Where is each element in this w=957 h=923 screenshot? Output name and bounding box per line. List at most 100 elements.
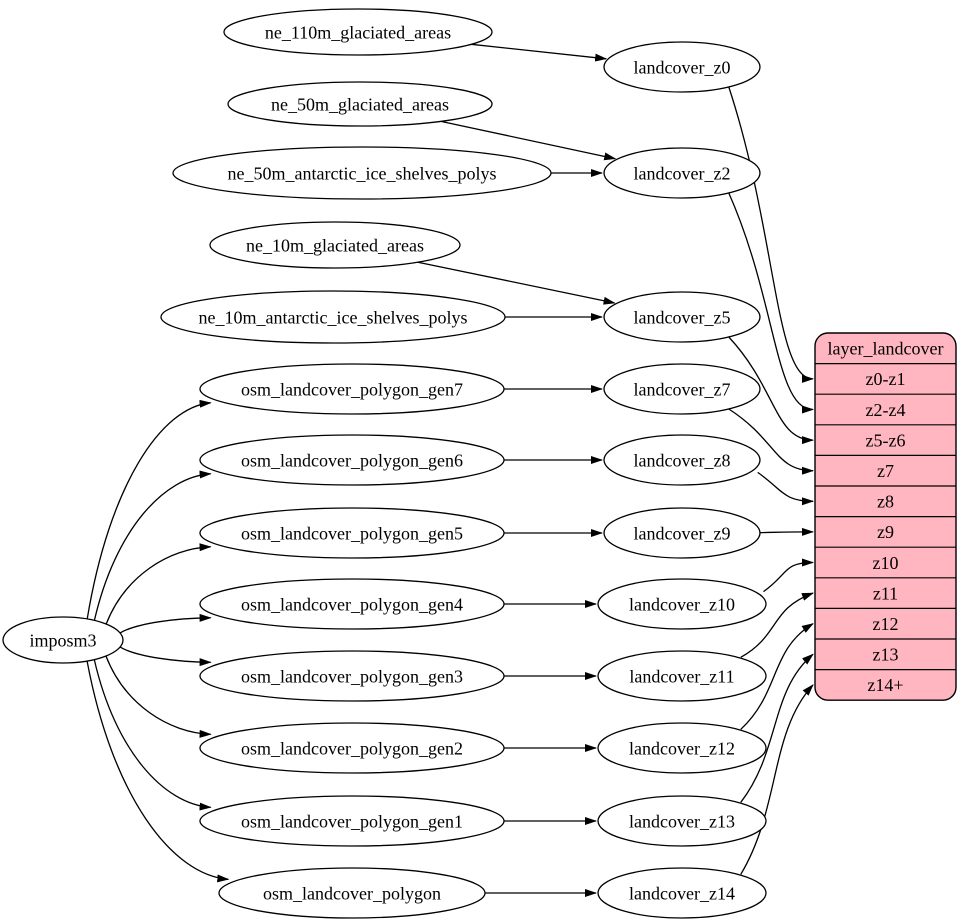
node-label-landcover_z12: landcover_z12: [629, 738, 735, 758]
edge-landcover_z10-layer_landcover-row6: [763, 558, 814, 593]
node-ellipse-osm_landcover_polygon_gen6: [199, 434, 505, 486]
node-label-osm_landcover_polygon: osm_landcover_polygon: [263, 883, 441, 903]
node-landcover_z5: landcover_z5: [603, 291, 761, 343]
node-label-landcover_z11: landcover_z11: [629, 666, 734, 686]
node-ellipse-osm_landcover_polygon_gen4: [199, 578, 505, 630]
node-label-landcover_z13: landcover_z13: [629, 811, 735, 831]
node-landcover_z10: landcover_z10: [597, 578, 767, 630]
node-landcover_z13: landcover_z13: [597, 795, 767, 847]
node-ellipse-landcover_z11: [597, 650, 767, 702]
edge-landcover_z7-layer_landcover-row3: [728, 408, 814, 475]
node-label-osm_landcover_polygon_gen5: osm_landcover_polygon_gen5: [241, 523, 463, 543]
edge-imposm3-osm_landcover_polygon_gen6: [93, 470, 212, 621]
node-ellipse-landcover_z12: [597, 722, 767, 774]
node-label-landcover_z2: landcover_z2: [634, 163, 731, 183]
node-ellipse-osm_landcover_polygon_gen3: [199, 650, 505, 702]
node-ellipse-ne_10m_glaciated_areas: [209, 221, 461, 269]
node-landcover_z9: landcover_z9: [603, 507, 761, 559]
edge-landcover_z5-layer_landcover-row2: [728, 336, 814, 445]
node-imposm3: imposm3: [2, 616, 124, 664]
node-ellipse-imposm3: [2, 616, 124, 664]
node-landcover_z14: landcover_z14: [597, 867, 767, 919]
edges-layer: [86, 43, 814, 897]
node-ellipse-osm_landcover_polygon_gen2: [199, 722, 505, 774]
edge-imposm3-osm_landcover_polygon_gen7: [86, 399, 212, 620]
node-landcover_z11: landcover_z11: [597, 650, 767, 702]
node-label-osm_landcover_polygon_gen2: osm_landcover_polygon_gen2: [241, 738, 463, 758]
node-osm_landcover_polygon_gen5: osm_landcover_polygon_gen5: [199, 507, 505, 559]
table-layer: layer_landcoverz0-z1z2-z4z5-z6z7z8z9z10z…: [814, 332, 957, 701]
node-landcover_z0: landcover_z0: [603, 41, 761, 93]
table-row-label-z12: z12: [873, 614, 899, 634]
node-ellipse-landcover_z5: [603, 291, 761, 343]
node-ellipse-landcover_z2: [603, 147, 761, 199]
table-row-label-z11: z11: [873, 583, 898, 603]
node-label-ne_110m_glaciated_areas: ne_110m_glaciated_areas: [265, 22, 451, 42]
edge-landcover_z13-layer_landcover-row9: [740, 653, 814, 803]
node-ellipse-landcover_z13: [597, 795, 767, 847]
node-landcover_z8: landcover_z8: [603, 434, 761, 486]
edge-landcover_z9-layer_landcover-row5: [757, 527, 814, 536]
table-layer_landcover: layer_landcoverz0-z1z2-z4z5-z6z7z8z9z10z…: [814, 332, 957, 701]
node-ellipse-osm_landcover_polygon_gen5: [199, 507, 505, 559]
edge-landcover_z11-layer_landcover-row7: [740, 592, 814, 658]
node-label-landcover_z0: landcover_z0: [634, 57, 731, 77]
table-row-label-z2-z4: z2-z4: [866, 400, 906, 420]
edge-landcover_z14-layer_landcover-row10: [740, 684, 814, 875]
node-ellipse-landcover_z14: [597, 867, 767, 919]
node-ellipse-ne_50m_glaciated_areas: [227, 81, 493, 127]
node-label-imposm3: imposm3: [29, 630, 96, 650]
edge-imposm3-osm_landcover_polygon: [86, 660, 230, 883]
node-ellipse-landcover_z9: [603, 507, 761, 559]
node-ellipse-landcover_z10: [597, 578, 767, 630]
table-row-label-z7: z7: [877, 461, 894, 481]
edge-landcover_z0-layer_landcover-row0: [728, 86, 814, 383]
table-row-label-z14+: z14+: [867, 675, 903, 695]
table-row-label-z0-z1: z0-z1: [866, 369, 906, 389]
node-osm_landcover_polygon: osm_landcover_polygon: [218, 867, 486, 919]
node-label-osm_landcover_polygon_gen7: osm_landcover_polygon_gen7: [241, 379, 463, 399]
edge-ne_50m_glaciated_areas-landcover_z2: [440, 120, 617, 161]
node-ne_10m_glaciated_areas: ne_10m_glaciated_areas: [209, 221, 461, 269]
node-ellipse-ne_110m_glaciated_areas: [223, 8, 493, 56]
edge-imposm3-osm_landcover_polygon_gen5: [105, 543, 212, 625]
node-landcover_z2: landcover_z2: [603, 147, 761, 199]
edge-imposm3-osm_landcover_polygon_gen1: [93, 659, 212, 811]
node-label-osm_landcover_polygon_gen6: osm_landcover_polygon_gen6: [241, 450, 463, 470]
table-row-label-z5-z6: z5-z6: [866, 430, 906, 450]
node-ellipse-osm_landcover_polygon: [218, 867, 486, 919]
node-osm_landcover_polygon_gen2: osm_landcover_polygon_gen2: [199, 722, 505, 774]
node-landcover_z12: landcover_z12: [597, 722, 767, 774]
node-ellipse-osm_landcover_polygon_gen1: [199, 795, 505, 847]
node-label-ne_50m_glaciated_areas: ne_50m_glaciated_areas: [271, 94, 449, 114]
node-label-ne_10m_glaciated_areas: ne_10m_glaciated_areas: [246, 235, 424, 255]
node-osm_landcover_polygon_gen3: osm_landcover_polygon_gen3: [199, 650, 505, 702]
table-row-label-z9: z9: [877, 522, 894, 542]
node-osm_landcover_polygon_gen1: osm_landcover_polygon_gen1: [199, 795, 505, 847]
node-ne_50m_glaciated_areas: ne_50m_glaciated_areas: [227, 81, 493, 127]
edge-imposm3-osm_landcover_polygon_gen3: [119, 646, 212, 667]
edge-imposm3-osm_landcover_polygon_gen4: [119, 613, 212, 634]
node-label-ne_10m_antarctic_ice_shelves_polys: ne_10m_antarctic_ice_shelves_polys: [199, 307, 468, 327]
node-osm_landcover_polygon_gen7: osm_landcover_polygon_gen7: [199, 363, 505, 415]
node-ne_110m_glaciated_areas: ne_110m_glaciated_areas: [223, 8, 493, 56]
table-row-label-z13: z13: [873, 645, 899, 665]
node-ellipse-ne_10m_antarctic_ice_shelves_polys: [160, 290, 506, 344]
node-landcover_z7: landcover_z7: [603, 363, 761, 415]
node-osm_landcover_polygon_gen6: osm_landcover_polygon_gen6: [199, 434, 505, 486]
table-row-label-z8: z8: [877, 492, 894, 512]
node-label-landcover_z10: landcover_z10: [629, 594, 735, 614]
node-osm_landcover_polygon_gen4: osm_landcover_polygon_gen4: [199, 578, 505, 630]
node-label-osm_landcover_polygon_gen4: osm_landcover_polygon_gen4: [241, 594, 463, 614]
node-label-landcover_z14: landcover_z14: [629, 883, 735, 903]
node-label-ne_50m_antarctic_ice_shelves_polys: ne_50m_antarctic_ice_shelves_polys: [228, 163, 497, 183]
edge-landcover_z2-layer_landcover-row1: [728, 192, 814, 414]
node-ne_10m_antarctic_ice_shelves_polys: ne_10m_antarctic_ice_shelves_polys: [160, 290, 506, 344]
node-ellipse-landcover_z8: [603, 434, 761, 486]
edge-ne_110m_glaciated_areas-landcover_z0: [471, 43, 608, 62]
edge-landcover_z12-layer_landcover-row8: [740, 623, 814, 730]
node-ellipse-ne_50m_antarctic_ice_shelves_polys: [172, 146, 552, 200]
node-label-osm_landcover_polygon_gen3: osm_landcover_polygon_gen3: [241, 666, 463, 686]
